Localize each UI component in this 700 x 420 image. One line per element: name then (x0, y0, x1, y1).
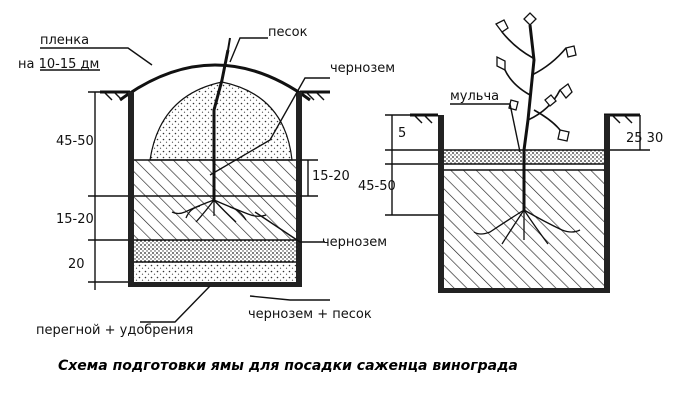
film-arc (119, 63, 311, 102)
vine-roots (473, 209, 581, 245)
vine-branches (501, 31, 567, 131)
pit-wall-left (128, 92, 134, 286)
label-chernozem-top: чернозем (330, 61, 395, 76)
label-humus: перегной + удобрения (36, 323, 193, 338)
dim-chernozem-mid: 15-20 (56, 212, 94, 227)
layer-chernozem-sand (134, 262, 296, 282)
pit-wall-left-r (438, 115, 444, 293)
right-dimensions (385, 114, 650, 216)
label-film: пленка (40, 33, 89, 48)
right-pit: мульча 5 45-50 25 30 (358, 12, 663, 293)
left-leaders (40, 37, 330, 323)
pit-wall-right (296, 92, 302, 286)
layer-humus (134, 240, 296, 262)
dim-mulch: 5 (398, 126, 406, 141)
label-chernozem-sand: чернозем + песок (248, 307, 372, 322)
vine-leaves (495, 12, 577, 142)
label-sand: песок (268, 25, 308, 40)
label-chernozem-mid: чернозем (322, 235, 387, 250)
dim-depth-top: 45-50 (56, 134, 94, 149)
left-dimensions (88, 91, 318, 290)
label-mulch: мульча (450, 89, 499, 104)
layer-chernozem-mid (134, 196, 296, 240)
dim-chernozem-top: 15-20 (312, 169, 350, 184)
left-pit: пленка на 10-15 дм песок чернозем черноз… (18, 25, 395, 338)
diagram-caption: Схема подготовки ямы для посадки саженца… (58, 358, 518, 374)
mulch-leader (450, 103, 521, 153)
seedling-stem (212, 49, 230, 200)
pit-bottom-r (438, 288, 610, 293)
dim-bottom: 20 (68, 257, 85, 272)
pit-wall-right-r (604, 115, 610, 293)
ground-ticks-r (413, 114, 633, 124)
sand-mound (149, 81, 293, 161)
pit-bottom (128, 282, 302, 287)
label-film-size: на 10-15 дм (18, 57, 99, 72)
dim-top: 25 30 (626, 131, 663, 146)
dim-depth: 45-50 (358, 179, 396, 194)
